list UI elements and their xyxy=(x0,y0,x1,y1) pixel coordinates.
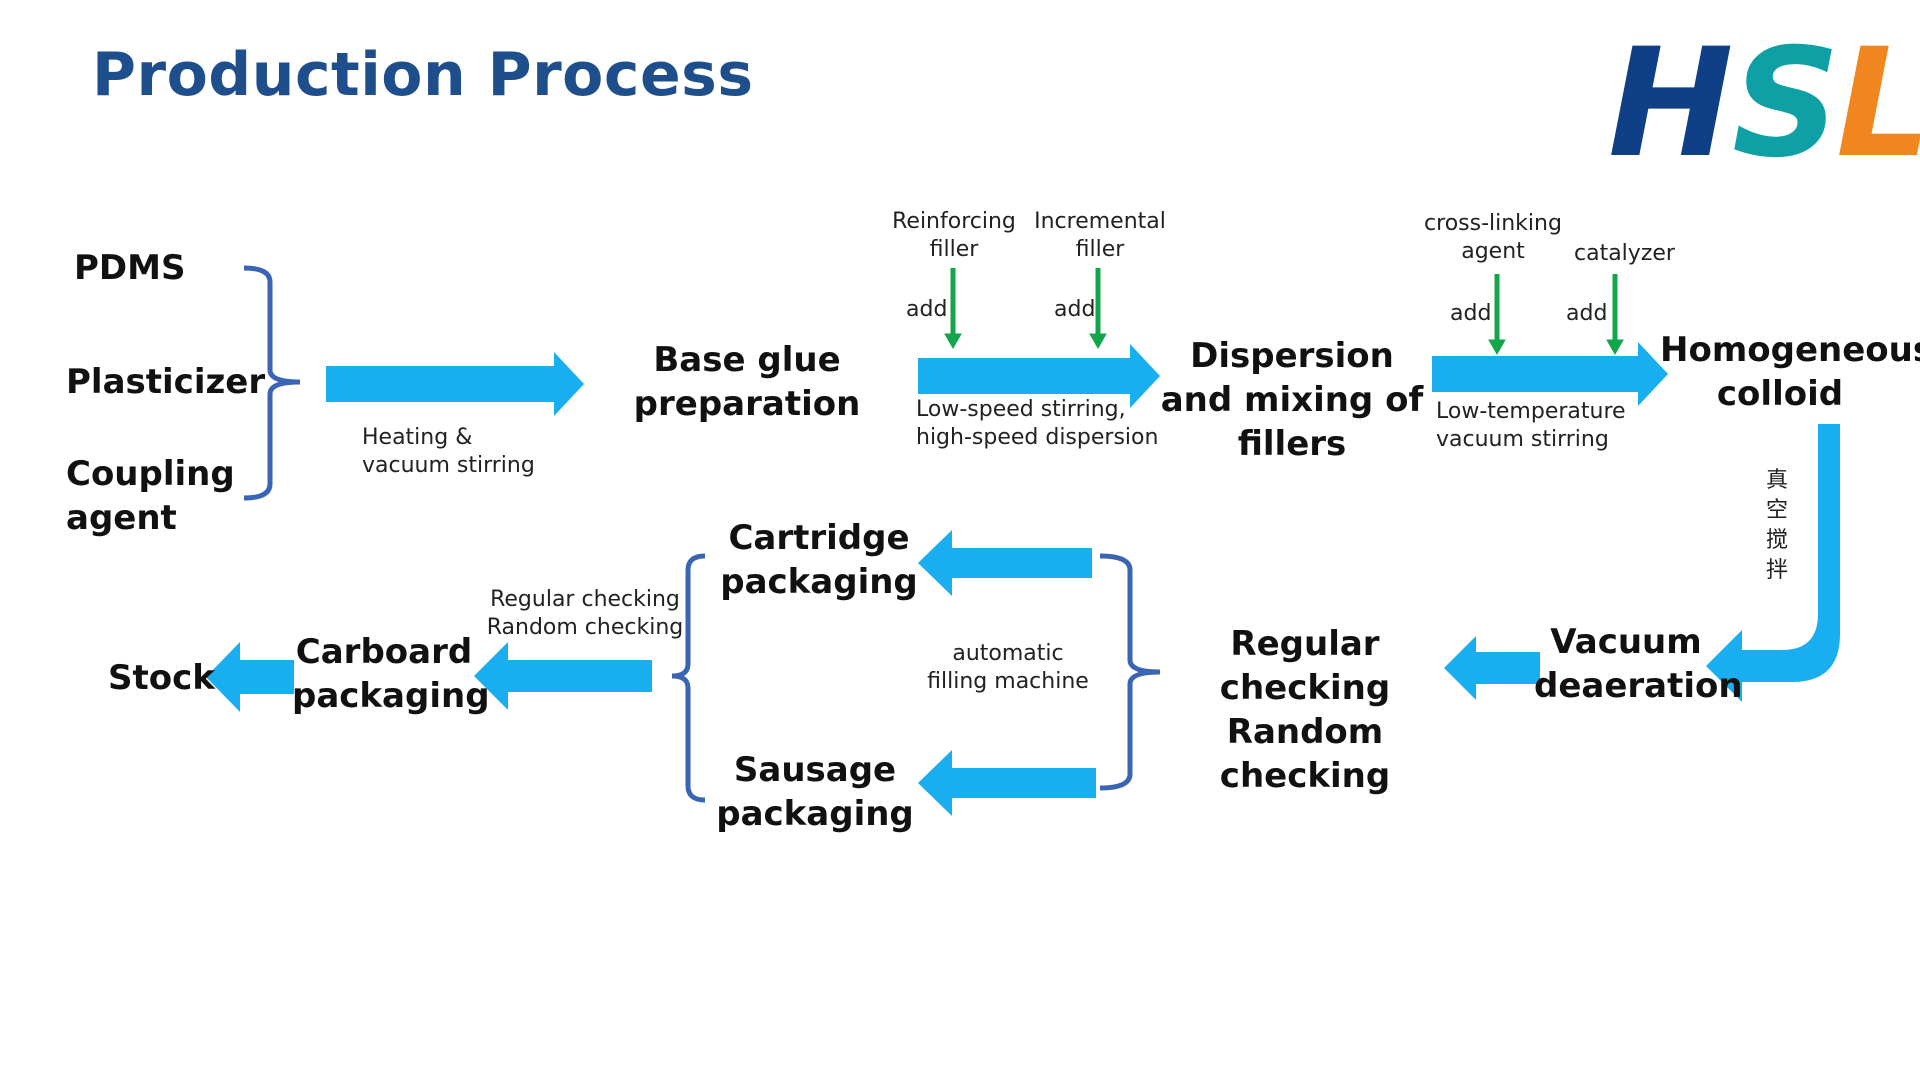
note-heating-line2: vacuum stirring xyxy=(362,453,535,478)
logo-letter-l: L xyxy=(1836,17,1920,191)
note-incremental-line1: Incremental xyxy=(1034,209,1166,234)
step-stock: Stock xyxy=(108,658,215,698)
packaging-bracket-left xyxy=(671,553,706,803)
logo-letter-h: H xyxy=(1608,17,1734,191)
arrow-homogeneous xyxy=(1432,342,1668,406)
note-add-4: add xyxy=(1566,301,1608,326)
note-reinforcing-line2: filler xyxy=(929,237,979,262)
note-lowspeed-line1: Low-speed stirring, xyxy=(916,397,1126,422)
step-checking-right: Regular checking Random checking xyxy=(1219,624,1391,796)
note-crosslink-line2: agent xyxy=(1461,239,1525,264)
arrow-cartridge xyxy=(918,530,1092,596)
note-lowtemp-line1: Low-temperature xyxy=(1436,399,1626,424)
packaging-bracket-right xyxy=(1099,553,1161,791)
arrow-sausage xyxy=(918,750,1096,816)
step-sausage-packaging: Sausage packaging xyxy=(716,750,914,834)
note-heating-line1: Heating & xyxy=(362,425,473,450)
hsl-logo: H S L xyxy=(1608,17,1920,191)
note-add-1: add xyxy=(906,297,948,322)
note-incremental-line2: filler xyxy=(1075,237,1125,262)
note-add-2: add xyxy=(1054,297,1096,322)
note-crosslink-line1: cross-linking xyxy=(1424,211,1562,236)
arrow-check-right xyxy=(1444,636,1540,700)
step-base-glue: Base glue preparation xyxy=(633,340,861,424)
input-bracket xyxy=(243,265,301,501)
note-add-3: add xyxy=(1450,301,1492,326)
step-dispersion: Dispersion and mixing of fillers xyxy=(1160,336,1424,464)
note-auto-line1: automatic xyxy=(952,641,1064,666)
step-homogeneous-colloid: Homogeneous colloid xyxy=(1660,330,1920,414)
note-catalyzer: catalyzer xyxy=(1574,241,1675,266)
step-carboard-packaging: Carboard packaging xyxy=(292,632,490,716)
note-lowtemp-line2: vacuum stirring xyxy=(1436,427,1609,452)
arrow-dispersion xyxy=(918,344,1160,408)
input-plasticizer: Plasticizer xyxy=(66,362,266,402)
arrow-stock xyxy=(206,642,294,712)
step-cartridge-packaging: Cartridge packaging xyxy=(720,518,918,602)
green-add-arrows xyxy=(944,268,1624,356)
note-vacuum-stirring-cn: 真空搅拌 xyxy=(1765,468,1788,583)
arrow-heating xyxy=(326,352,584,416)
note-checking-left-line2: Random checking xyxy=(486,615,684,640)
step-vacuum-deaeration: Vacuum deaeration xyxy=(1534,622,1743,706)
arrow-carboard xyxy=(474,642,652,710)
logo-letter-s: S xyxy=(1732,17,1840,191)
note-checking-left-line1: Regular checking xyxy=(490,587,680,612)
input-coupling-agent: Coupling agent xyxy=(66,454,235,538)
note-auto-line2: filling machine xyxy=(927,669,1089,694)
note-reinforcing-line1: Reinforcing xyxy=(892,209,1016,234)
page-title: Production Process xyxy=(92,40,754,110)
input-pdms: PDMS xyxy=(74,248,186,288)
note-lowspeed-line2: high-speed dispersion xyxy=(916,425,1159,450)
arrow-curve-down xyxy=(1706,424,1840,702)
